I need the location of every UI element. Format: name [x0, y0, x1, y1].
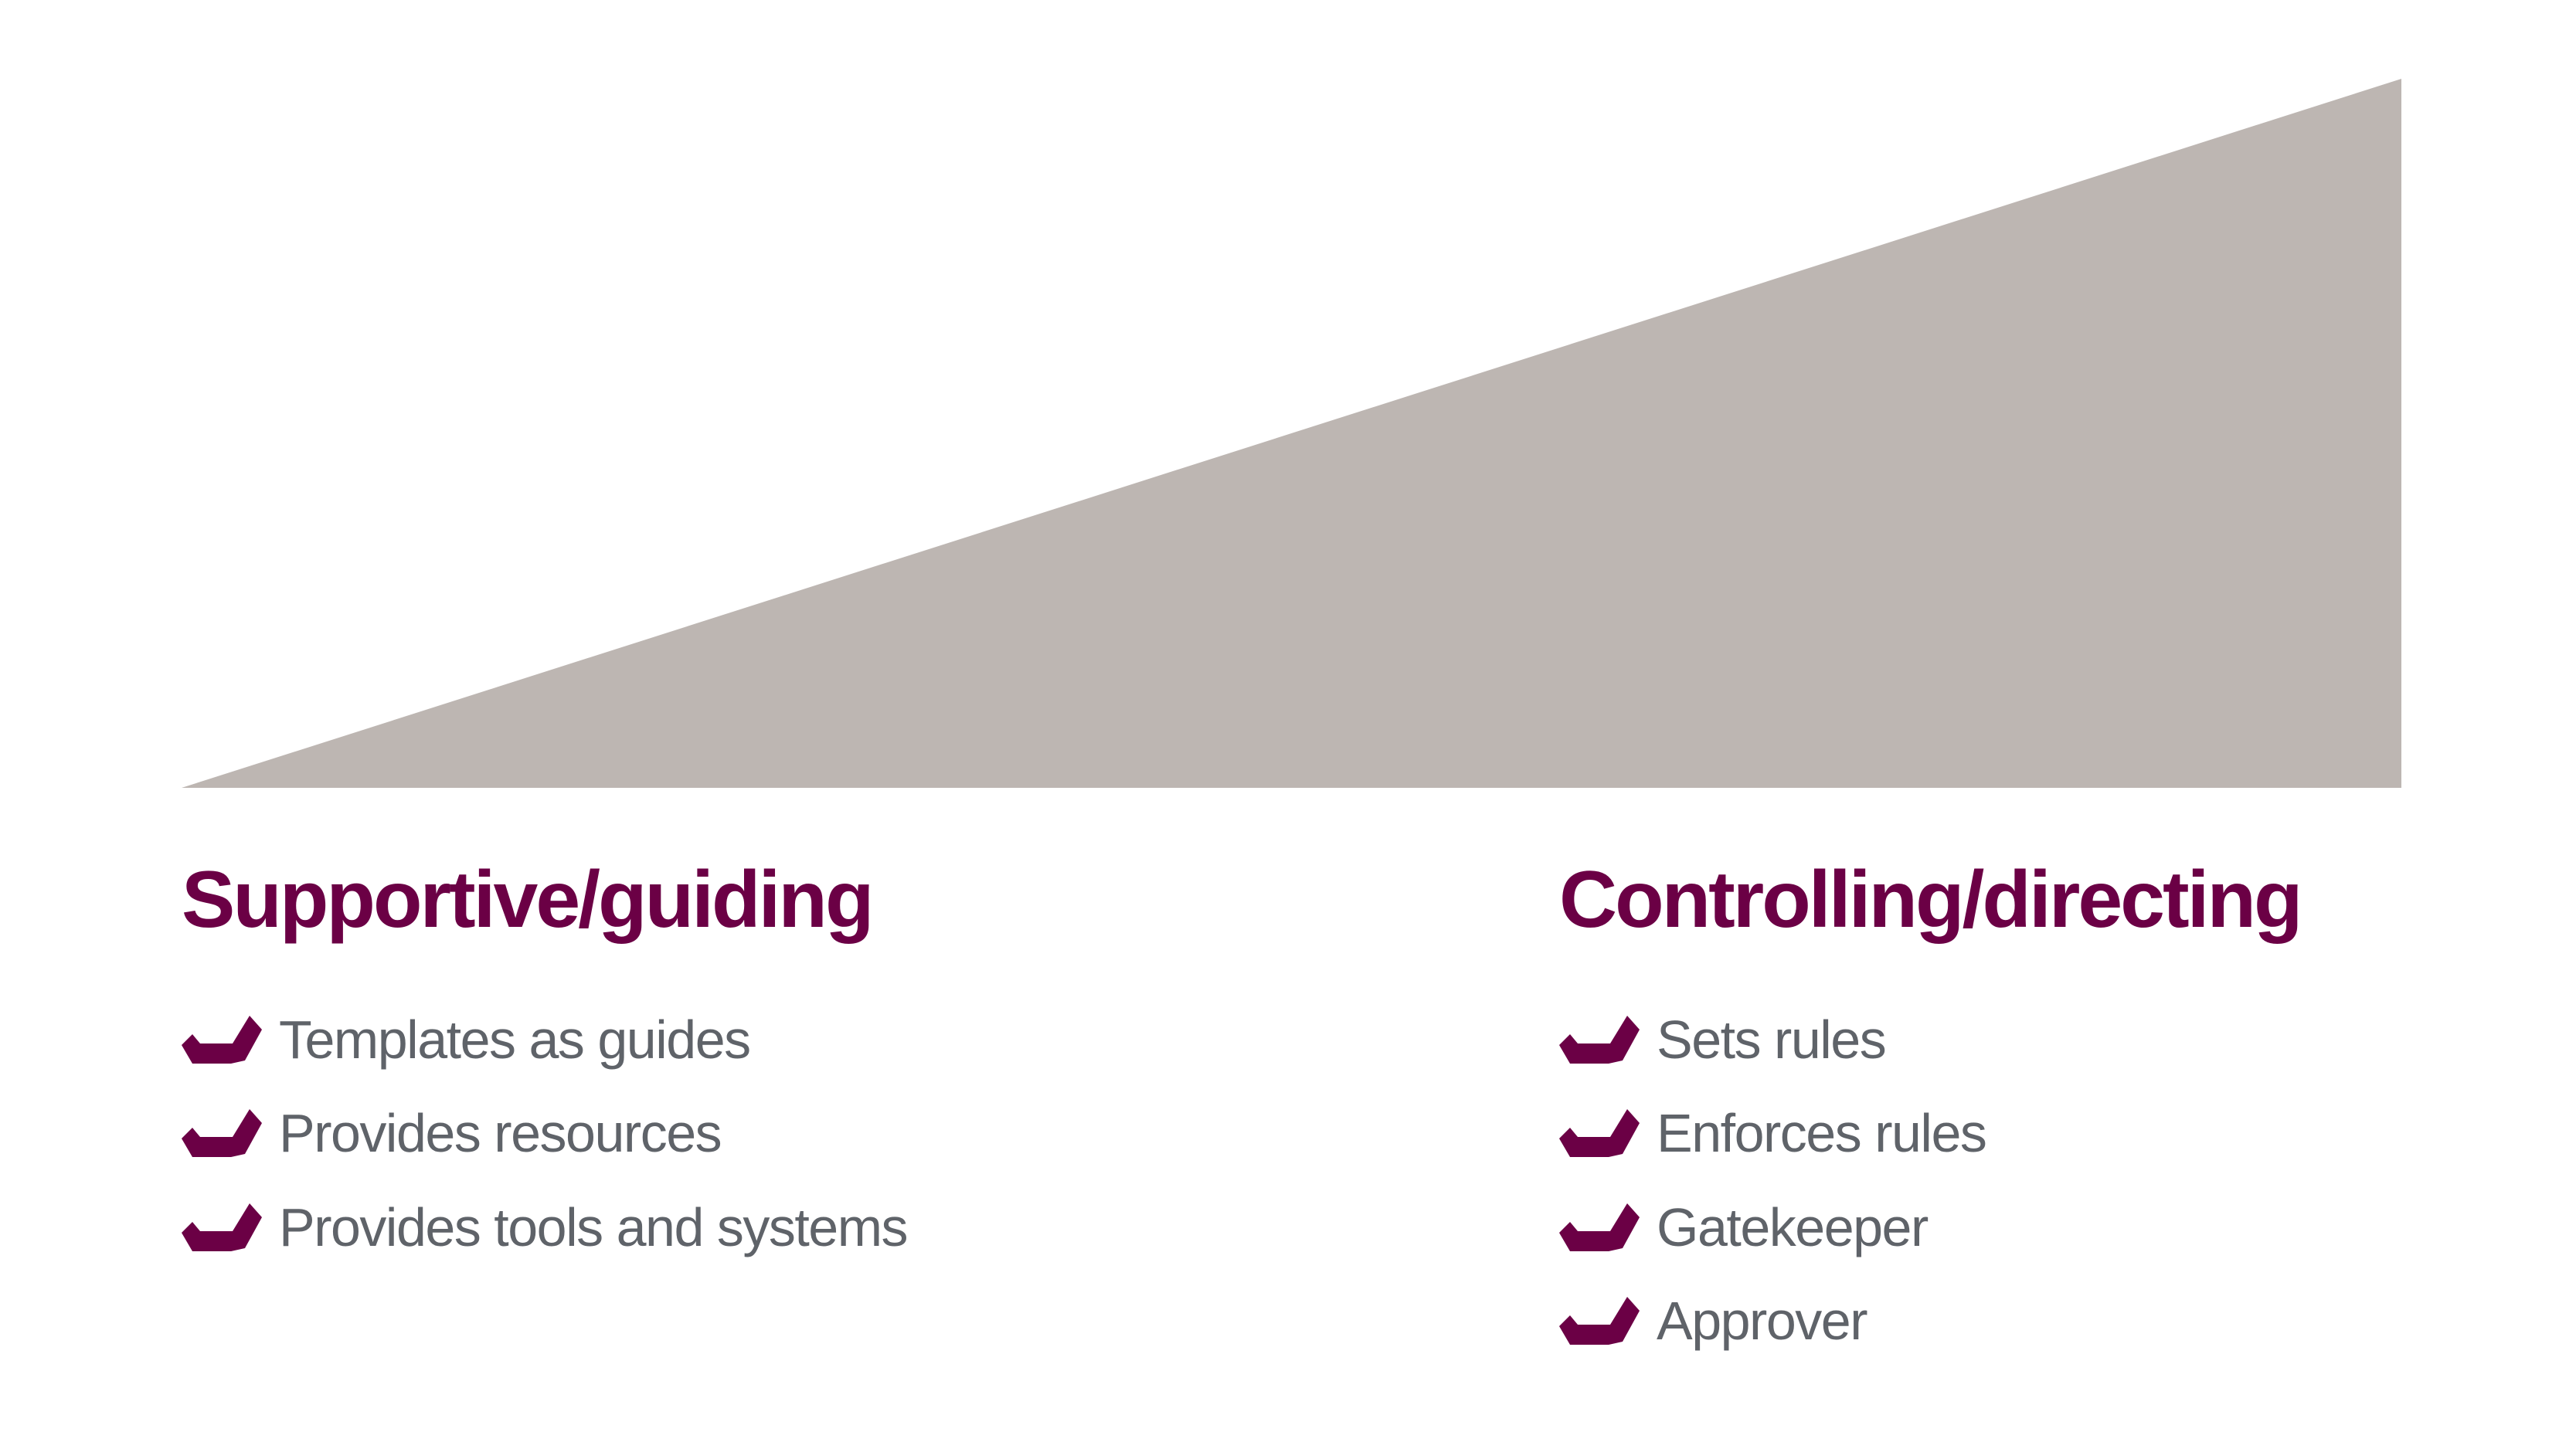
item-label: Templates as guides [279, 1009, 751, 1070]
list-item: Sets rules [1559, 993, 2301, 1087]
list-item: Enforces rules [1559, 1087, 2301, 1181]
list-item: Gatekeeper [1559, 1180, 2301, 1274]
item-label: Provides resources [279, 1103, 722, 1164]
check-icon [1559, 1203, 1640, 1251]
list-item: Templates as guides [182, 993, 907, 1087]
controlling-list: Sets rules Enforces rules Gatekeeper App… [1559, 993, 2301, 1368]
list-item: Provides tools and systems [182, 1180, 909, 1274]
check-icon [1559, 1297, 1640, 1346]
controlling-column: Controlling/directing Sets rules Enforce… [1559, 846, 2303, 1368]
item-label: Provides tools and systems [279, 1196, 909, 1257]
controlling-heading: Controlling/directing [1559, 855, 2303, 945]
item-label: Approver [1657, 1291, 1868, 1352]
check-icon [182, 1109, 262, 1158]
check-icon [182, 1203, 262, 1251]
list-item: Approver [1559, 1274, 2301, 1369]
item-label: Enforces rules [1657, 1103, 1987, 1164]
check-icon [1559, 1109, 1640, 1158]
item-label: Gatekeeper [1657, 1196, 1929, 1257]
supportive-list: Templates as guides Provides resources P… [182, 993, 909, 1274]
item-label: Sets rules [1657, 1009, 1887, 1070]
check-icon [1559, 1015, 1640, 1064]
supportive-column: Supportive/guiding Templates as guides P… [182, 846, 909, 1274]
supportive-heading: Supportive/guiding [182, 855, 874, 945]
check-icon [182, 1015, 262, 1064]
list-item: Provides resources [182, 1087, 907, 1181]
